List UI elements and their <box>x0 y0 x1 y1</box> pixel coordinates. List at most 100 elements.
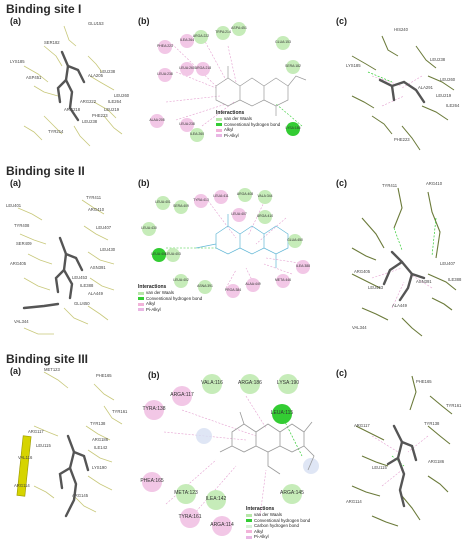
site3-legend-title: Interactions <box>246 506 275 512</box>
site1-legend-title: Interactions <box>216 110 245 116</box>
residue-name: PHE <box>140 478 151 485</box>
site1-legend-row: van der Waals <box>216 116 280 122</box>
legend-swatch <box>216 123 222 126</box>
site3-a-label-4: ARG117 <box>28 429 44 434</box>
residue-number: A:408 <box>244 192 254 197</box>
residue-name: TYR <box>193 198 200 203</box>
site2-a-label-1: TYR411 <box>86 195 102 200</box>
site3-panel-c-label: (c) <box>336 368 347 378</box>
site1-a-label-12: LEU219 <box>104 107 120 112</box>
site1-a-label-10: ARG222 <box>80 99 97 104</box>
residue-number: A:409 <box>180 204 189 209</box>
legend-swatch <box>246 524 252 528</box>
site3-panel-b-label: (b) <box>148 370 160 380</box>
site1-panel-b-label: (b) <box>138 16 150 26</box>
site2-legend-row: Alkyl <box>138 301 202 307</box>
site1-legend: Interactions van der Waals Conventional … <box>216 110 280 138</box>
legend-swatch <box>138 297 144 300</box>
residue-name: LEU <box>270 410 281 417</box>
residue-number: A:410 <box>264 214 274 219</box>
residue-number: A:142 <box>213 496 227 503</box>
residue-name: LEU <box>155 200 162 205</box>
site2-a-label-7: ARG405 <box>10 261 27 266</box>
residue-number: A:260 <box>185 66 195 71</box>
site3-c-label-3: TYR138 <box>424 421 440 426</box>
site3-c-structure <box>351 375 453 527</box>
site2-a-label-2: TYR408 <box>14 223 30 228</box>
legend-label: Conventional hydrogen bond <box>254 517 311 523</box>
residue-number: A:413 <box>199 198 209 203</box>
site3-c-label-6: ARG114 <box>346 499 362 504</box>
residue-name: GLU <box>287 238 295 243</box>
residue-name: ARG <box>210 522 222 529</box>
site3-a-label-10: ARG114 <box>14 483 30 488</box>
legend-swatch <box>138 308 144 311</box>
site1-c-structure <box>351 35 455 151</box>
site1-b-ligand <box>165 35 307 127</box>
residue-name: MET <box>174 490 185 497</box>
site3-a-label-1: PHE165 <box>96 373 112 378</box>
residue-name: LEU <box>213 194 220 199</box>
site3-b-ligand <box>163 395 319 517</box>
residue-number: A:451 <box>237 26 247 31</box>
site2-panel-b: (b) Interactions van der Waals Conventio… <box>136 178 330 346</box>
residue-name: LEU <box>179 122 186 127</box>
residue-number: A:214 <box>221 30 231 35</box>
site2-a-label-0: LEU401 <box>6 203 22 208</box>
residue-number: A:145 <box>290 490 304 497</box>
site1-a-label-0: GLU153 <box>88 21 104 26</box>
residue-name: ALA <box>245 282 252 287</box>
legend-swatch <box>216 128 222 132</box>
site3-c-label-5: LEU115 <box>372 465 387 470</box>
residue-name: LEU <box>231 212 238 217</box>
site2-a-label-4: LEU407 <box>96 225 112 230</box>
residue-name: ASP <box>231 26 238 31</box>
site1-c-label-4: LEU219 <box>436 93 452 98</box>
legend-swatch <box>246 535 252 539</box>
site1-c-label-0: HIS240 <box>394 27 408 32</box>
site3-a-label-6: VAL116 <box>18 455 33 460</box>
residue-number: A:401 <box>161 200 171 205</box>
residue-name: ARG <box>280 490 291 497</box>
residue-name: TYR <box>178 514 189 521</box>
residue-number: A:123 <box>184 490 198 497</box>
residue-number: A:114 <box>221 522 234 529</box>
site2-a-label-11: GLU450 <box>74 301 90 306</box>
residue-name: ILE <box>180 38 186 43</box>
site2-c-label-8: VAL344 <box>352 325 367 330</box>
site1-legend-row: Pi-Alkyl <box>216 133 280 139</box>
residue-number: A:161 <box>188 514 202 521</box>
site2-c-label-6: ASN391 <box>416 279 432 284</box>
residue-name: ARG <box>192 34 201 39</box>
site3-panel-c: (c) PHE165 TYR161 ARG117 TYR138 ARG186 L… <box>332 366 468 548</box>
site3-a-label-11: ARG145 <box>72 493 89 498</box>
residue-number: A:182 <box>292 64 301 69</box>
residue-name: MET <box>274 278 283 283</box>
site1-legend-row: Alkyl <box>216 127 280 133</box>
residue-name: ARG <box>194 66 203 71</box>
site1-c-label-2: LEU238 <box>430 57 446 62</box>
site2-c-label-7: ALA449 <box>392 303 407 308</box>
site1-a-structure <box>23 25 123 147</box>
residue-name: LYS <box>285 126 292 131</box>
site2-panel-a-label: (a) <box>10 178 21 188</box>
site2-c-label-2: LEU407 <box>440 261 456 266</box>
residue-name: VAL <box>257 194 264 199</box>
